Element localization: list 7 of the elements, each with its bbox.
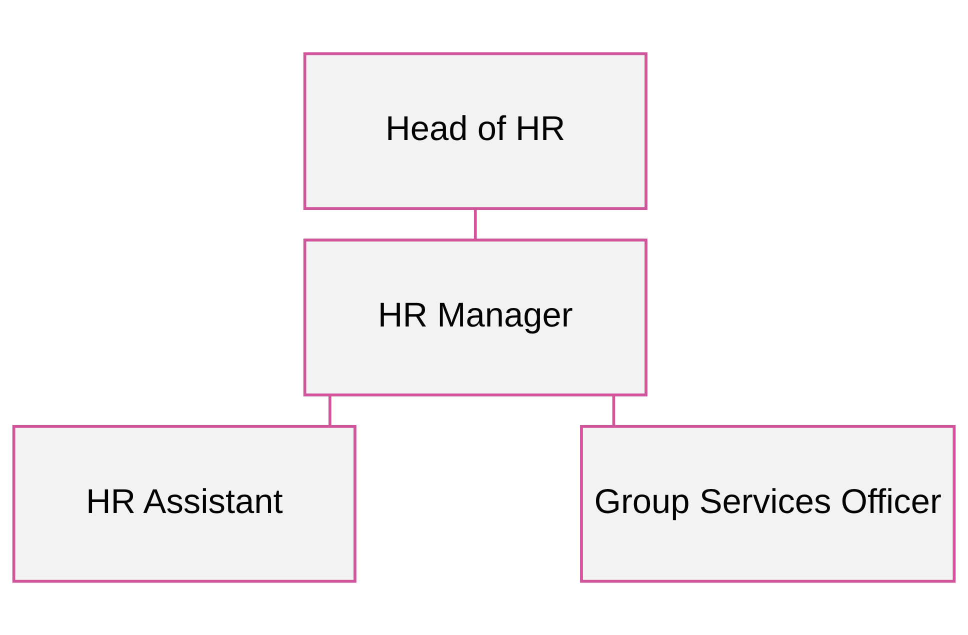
connector bbox=[474, 208, 477, 240]
node-box: HR Manager bbox=[303, 238, 648, 396]
node-box: Head of HR bbox=[303, 52, 648, 210]
connector bbox=[612, 394, 616, 426]
node-box: Group Services Officer bbox=[580, 425, 956, 583]
node-box: HR Assistant bbox=[12, 425, 356, 583]
connector bbox=[328, 394, 332, 426]
